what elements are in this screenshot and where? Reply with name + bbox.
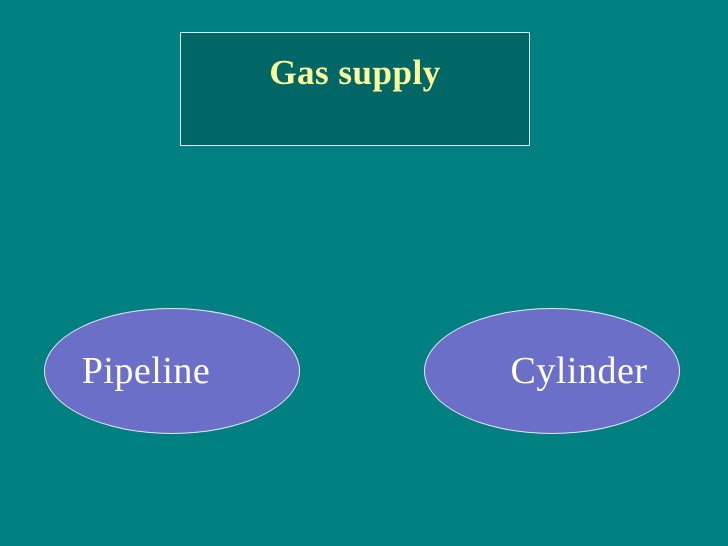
title-box: Gas supply (180, 32, 530, 146)
node-cylinder-label: Cylinder (510, 350, 648, 392)
node-pipeline-label: Pipeline (81, 350, 211, 392)
diagram-title: Gas supply (269, 53, 441, 92)
node-cylinder: Cylinder (424, 308, 680, 434)
node-pipeline: Pipeline (44, 308, 300, 434)
